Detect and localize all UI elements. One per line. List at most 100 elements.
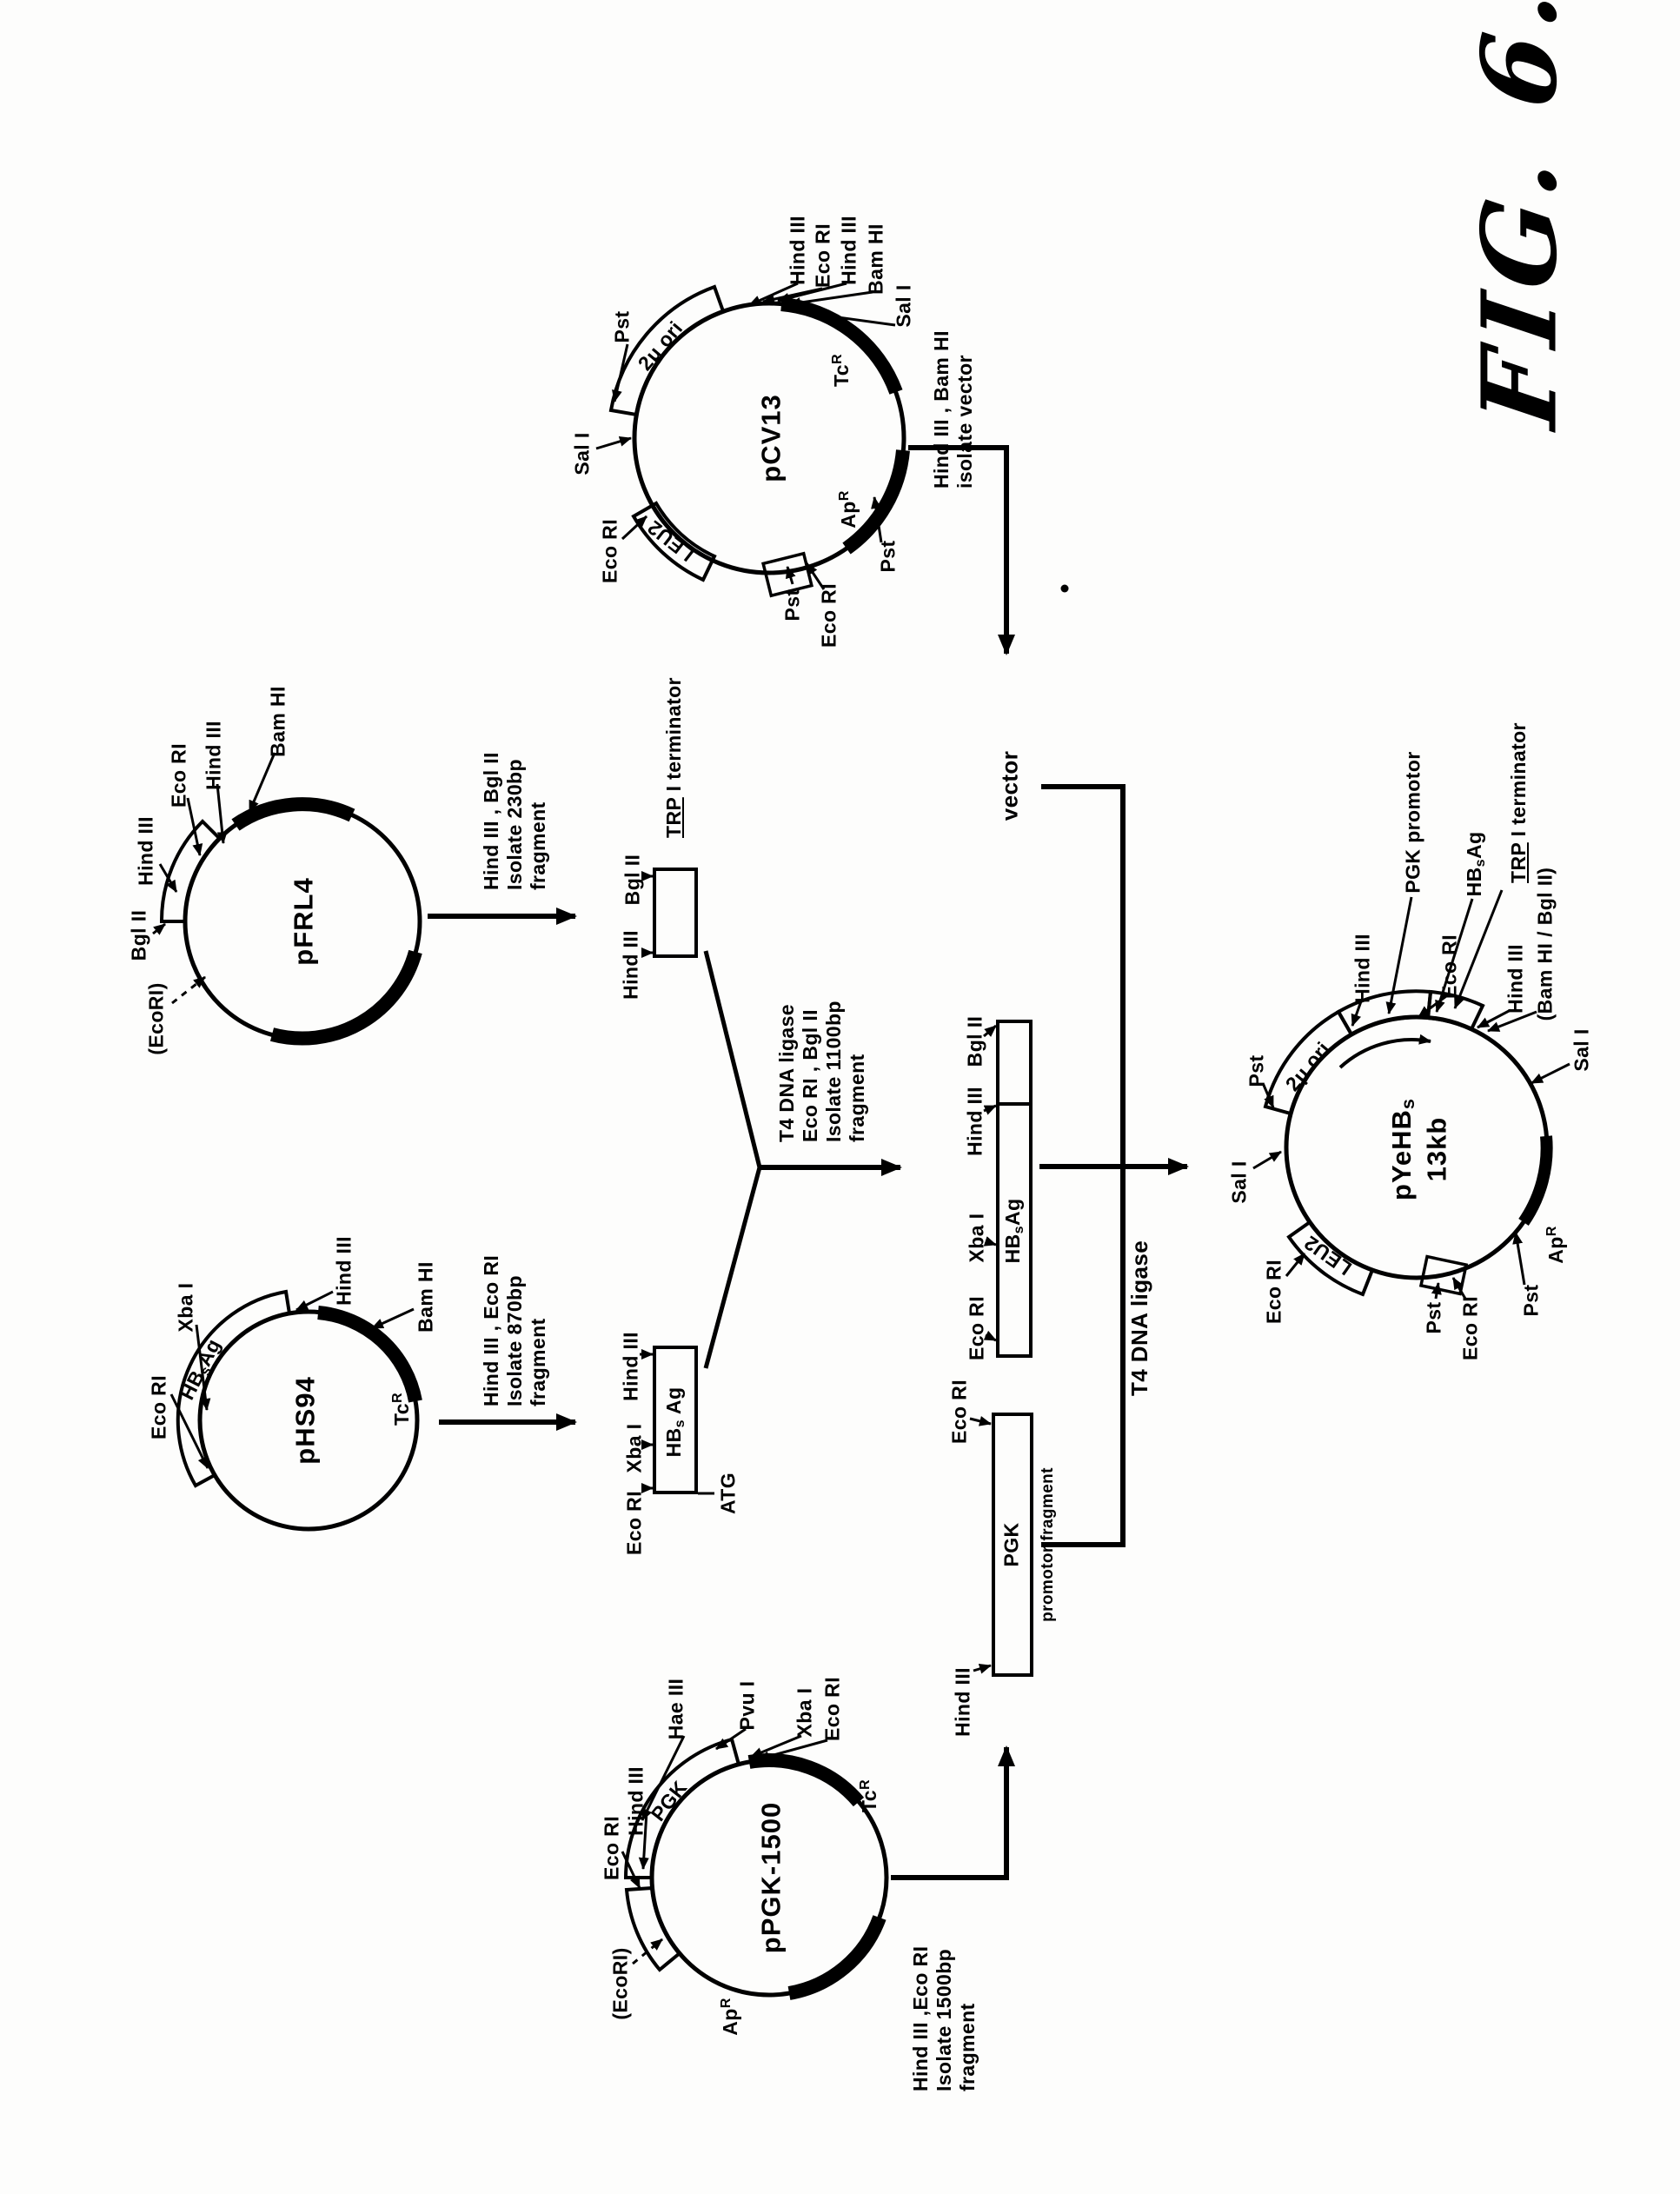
pfrl4-thick-arc-right [231, 797, 355, 831]
pyehbs-trp-hatched-box [1425, 989, 1485, 1032]
step-ppgk-digest: Hind III ,Eco RI Isolate 1500bp fragment [909, 1945, 979, 2091]
pcv13-bamhi-label: Bam HI [864, 223, 887, 295]
pcv13-bracket [908, 445, 1015, 655]
pcv13-pst-left-label: Pst [780, 588, 804, 622]
pyehbs-apr-thick-arc [1518, 1135, 1553, 1226]
flow-lines [428, 445, 1189, 1880]
frag-trp-hindiii-label: Hind III [619, 930, 642, 1000]
pcv13-apr-label: ApR [835, 490, 860, 529]
pyehbs-pst-top-label: Pst [1245, 1054, 1268, 1087]
pyehbs-2uori-band-label: 2μ ori [1280, 1037, 1335, 1095]
pyehbs-ecori-leu2-label: Eco RI [1262, 1260, 1285, 1324]
phs94-ecori-label: Eco RI [147, 1375, 170, 1439]
pcv13-ecori-leu2-label: Eco RI [598, 519, 621, 583]
pcv13-sali-top-label: Sal I [570, 432, 594, 475]
pyehbs-hindiii-r1-label: Hind III [1351, 934, 1374, 1003]
frag-comb-ecori-label: Eco RI [965, 1296, 988, 1360]
pcv13-pst-top-label: Pst [610, 310, 634, 343]
frag-hbs-atg-label: ATG [716, 1472, 740, 1515]
pcv13-2uori-band-label: 2μ ori [633, 316, 687, 375]
ppgk-tcr-label: TcR [856, 1779, 880, 1812]
frag-pgk-hindiii-label: Hind III [951, 1667, 974, 1737]
frag-comb-xbai-label: Xba I [965, 1213, 988, 1263]
pyehbs-apr-label: ApR [1543, 1226, 1567, 1264]
phs94-tcr-label: TcR [388, 1393, 413, 1426]
step-phs94-digest: Hind III , Eco RI Isolate 870bp fragment [480, 1254, 550, 1406]
pcv13-pst-ap-label: Pst [876, 540, 900, 573]
fork-line-left [703, 1167, 762, 1369]
phs94-name: pHS94 [289, 1376, 321, 1465]
fragment-graphics [640, 868, 1033, 1677]
frag-hbs-hindiii-label: Hind III [619, 1332, 642, 1401]
pfrl4-bamhi-label: Bam HI [266, 686, 289, 757]
pfrl4-hindiii-a-label: Hind III [134, 816, 157, 886]
pfrl4-bglii-label: Bgl II [127, 909, 150, 961]
ppgk-apr-label: ApR [717, 1998, 741, 2036]
frag-comb-bglii-label: Bgl II [963, 1015, 986, 1067]
pyehbs-trp-term-label: TRP I terminator [1507, 722, 1530, 883]
frag-hbs-ecori-label: Eco RI [622, 1491, 646, 1555]
stray-dot [1060, 584, 1069, 593]
frag-comb-text: HBsAg [1001, 1198, 1027, 1264]
pyehbs-pst-left-label: Pst [1422, 1301, 1445, 1334]
pyehbs-hbsag-label: HBsAg [1463, 831, 1489, 897]
ppgk-haeiii-label: Hae III [664, 1678, 687, 1740]
pyehbs-hindiii-r2-label: Hind III [1504, 944, 1527, 1014]
frag-pgk-text: PGK [999, 1522, 1023, 1567]
t4-ligase-label: T4 DNA ligase [1126, 1240, 1152, 1396]
pyehbs-transcription-arrow [1338, 1034, 1431, 1069]
pyehbs-sali-br-label: Sal I [1570, 1028, 1593, 1072]
combined-fragment-hatched-box [996, 1020, 1033, 1106]
phs94-plasmid-graphic [169, 1289, 422, 1532]
pcv13-hindiii-a-label: Hind III [786, 216, 809, 285]
phs94-hindiii-label: Hind III [332, 1236, 355, 1306]
ppgk-pgk-band-label: PGK [646, 1776, 692, 1825]
pcv13-name: pCV13 [755, 394, 787, 482]
step-ligate-1100: T4 DNA ligase Eco RI , Bgl II Isolate 11… [775, 1001, 869, 1142]
pcv13-leu2-arc-box [631, 501, 717, 582]
pfrl4-trp-hatched-wedge [159, 819, 222, 923]
ppgk-name: pPGK-1500 [755, 1801, 787, 1954]
pyehbs-name: pYeHBs [1386, 1098, 1419, 1200]
pyehbs-bamhi-bglii-label: (Bam HI / Bgl II) [1533, 867, 1557, 1021]
frag-hbs-text: HBs Ag [662, 1386, 688, 1458]
ppgk-trp1-striped-box [624, 1885, 682, 1972]
pcv13-ecori-a-label: Eco RI [811, 223, 834, 288]
ppgk-ecori-a-label: Eco RI [600, 1816, 623, 1880]
step-pcv13-digest: Hind III , Bam HI isolate vector [930, 330, 977, 489]
ppgk-apr-thick-arc [787, 1915, 886, 2000]
ppgk-bracket [891, 1745, 1015, 1880]
pcv13-sali-right-label: Sal I [892, 284, 915, 328]
phs94-xbai-label: Xba I [174, 1282, 197, 1333]
pfrl4-name: pFRL4 [288, 877, 319, 966]
pfrl4-plasmid-graphic [152, 752, 422, 1046]
phs94-tcr-thick-arc [317, 1306, 422, 1403]
pfrl4-thick-arc-left [269, 949, 422, 1046]
pcv13-ecori-left-label: Eco RI [817, 583, 840, 648]
frag-trp-bglii-label: Bgl II [621, 854, 644, 906]
hbsag-fragment-box [653, 1346, 698, 1494]
pyehbs-leu2-arc-box [1286, 1220, 1375, 1297]
pyehbs-size-label: 13kb [1421, 1116, 1452, 1182]
step-pfrl4-digest: Hind III , Bgl II Isolate 230bp fragment [480, 752, 550, 890]
pyehbs-ecori-left-label: Eco RI [1458, 1296, 1482, 1360]
ppgk-pvui-label: Pvu I [735, 1680, 759, 1731]
ppgk-hindiii-label: Hind III [624, 1766, 647, 1836]
fig-caption: FIG. 6. [1458, 0, 1580, 435]
pfrl4-ecori-paren-label: (EcoRI) [144, 982, 168, 1055]
pcv13-hindiii-b-label: Hind III [837, 216, 860, 285]
pyehbs-sali-top-label: Sal I [1227, 1160, 1251, 1204]
frag-trp-term-label: TRP I terminator [662, 677, 685, 838]
pcv13-apr-thick-arc [842, 449, 910, 555]
pyehbs-leu2-band-label: LEU2 [1299, 1231, 1356, 1280]
pcv13-plasmid-graphic [595, 282, 910, 598]
phs94-bamhi-label: Bam HI [414, 1261, 437, 1333]
pcv13-leu2-band-label: LEU2 [642, 515, 699, 567]
phs94-hbsag-band-label: HBsAg [175, 1334, 225, 1404]
ppgk-ecori-b-label: Eco RI [820, 1677, 844, 1741]
frag-pgk-ecori-label: Eco RI [947, 1380, 971, 1444]
pyehbs-pst-ap-label: Pst [1519, 1284, 1543, 1317]
pfrl4-ecori-label: Eco RI [167, 743, 190, 808]
